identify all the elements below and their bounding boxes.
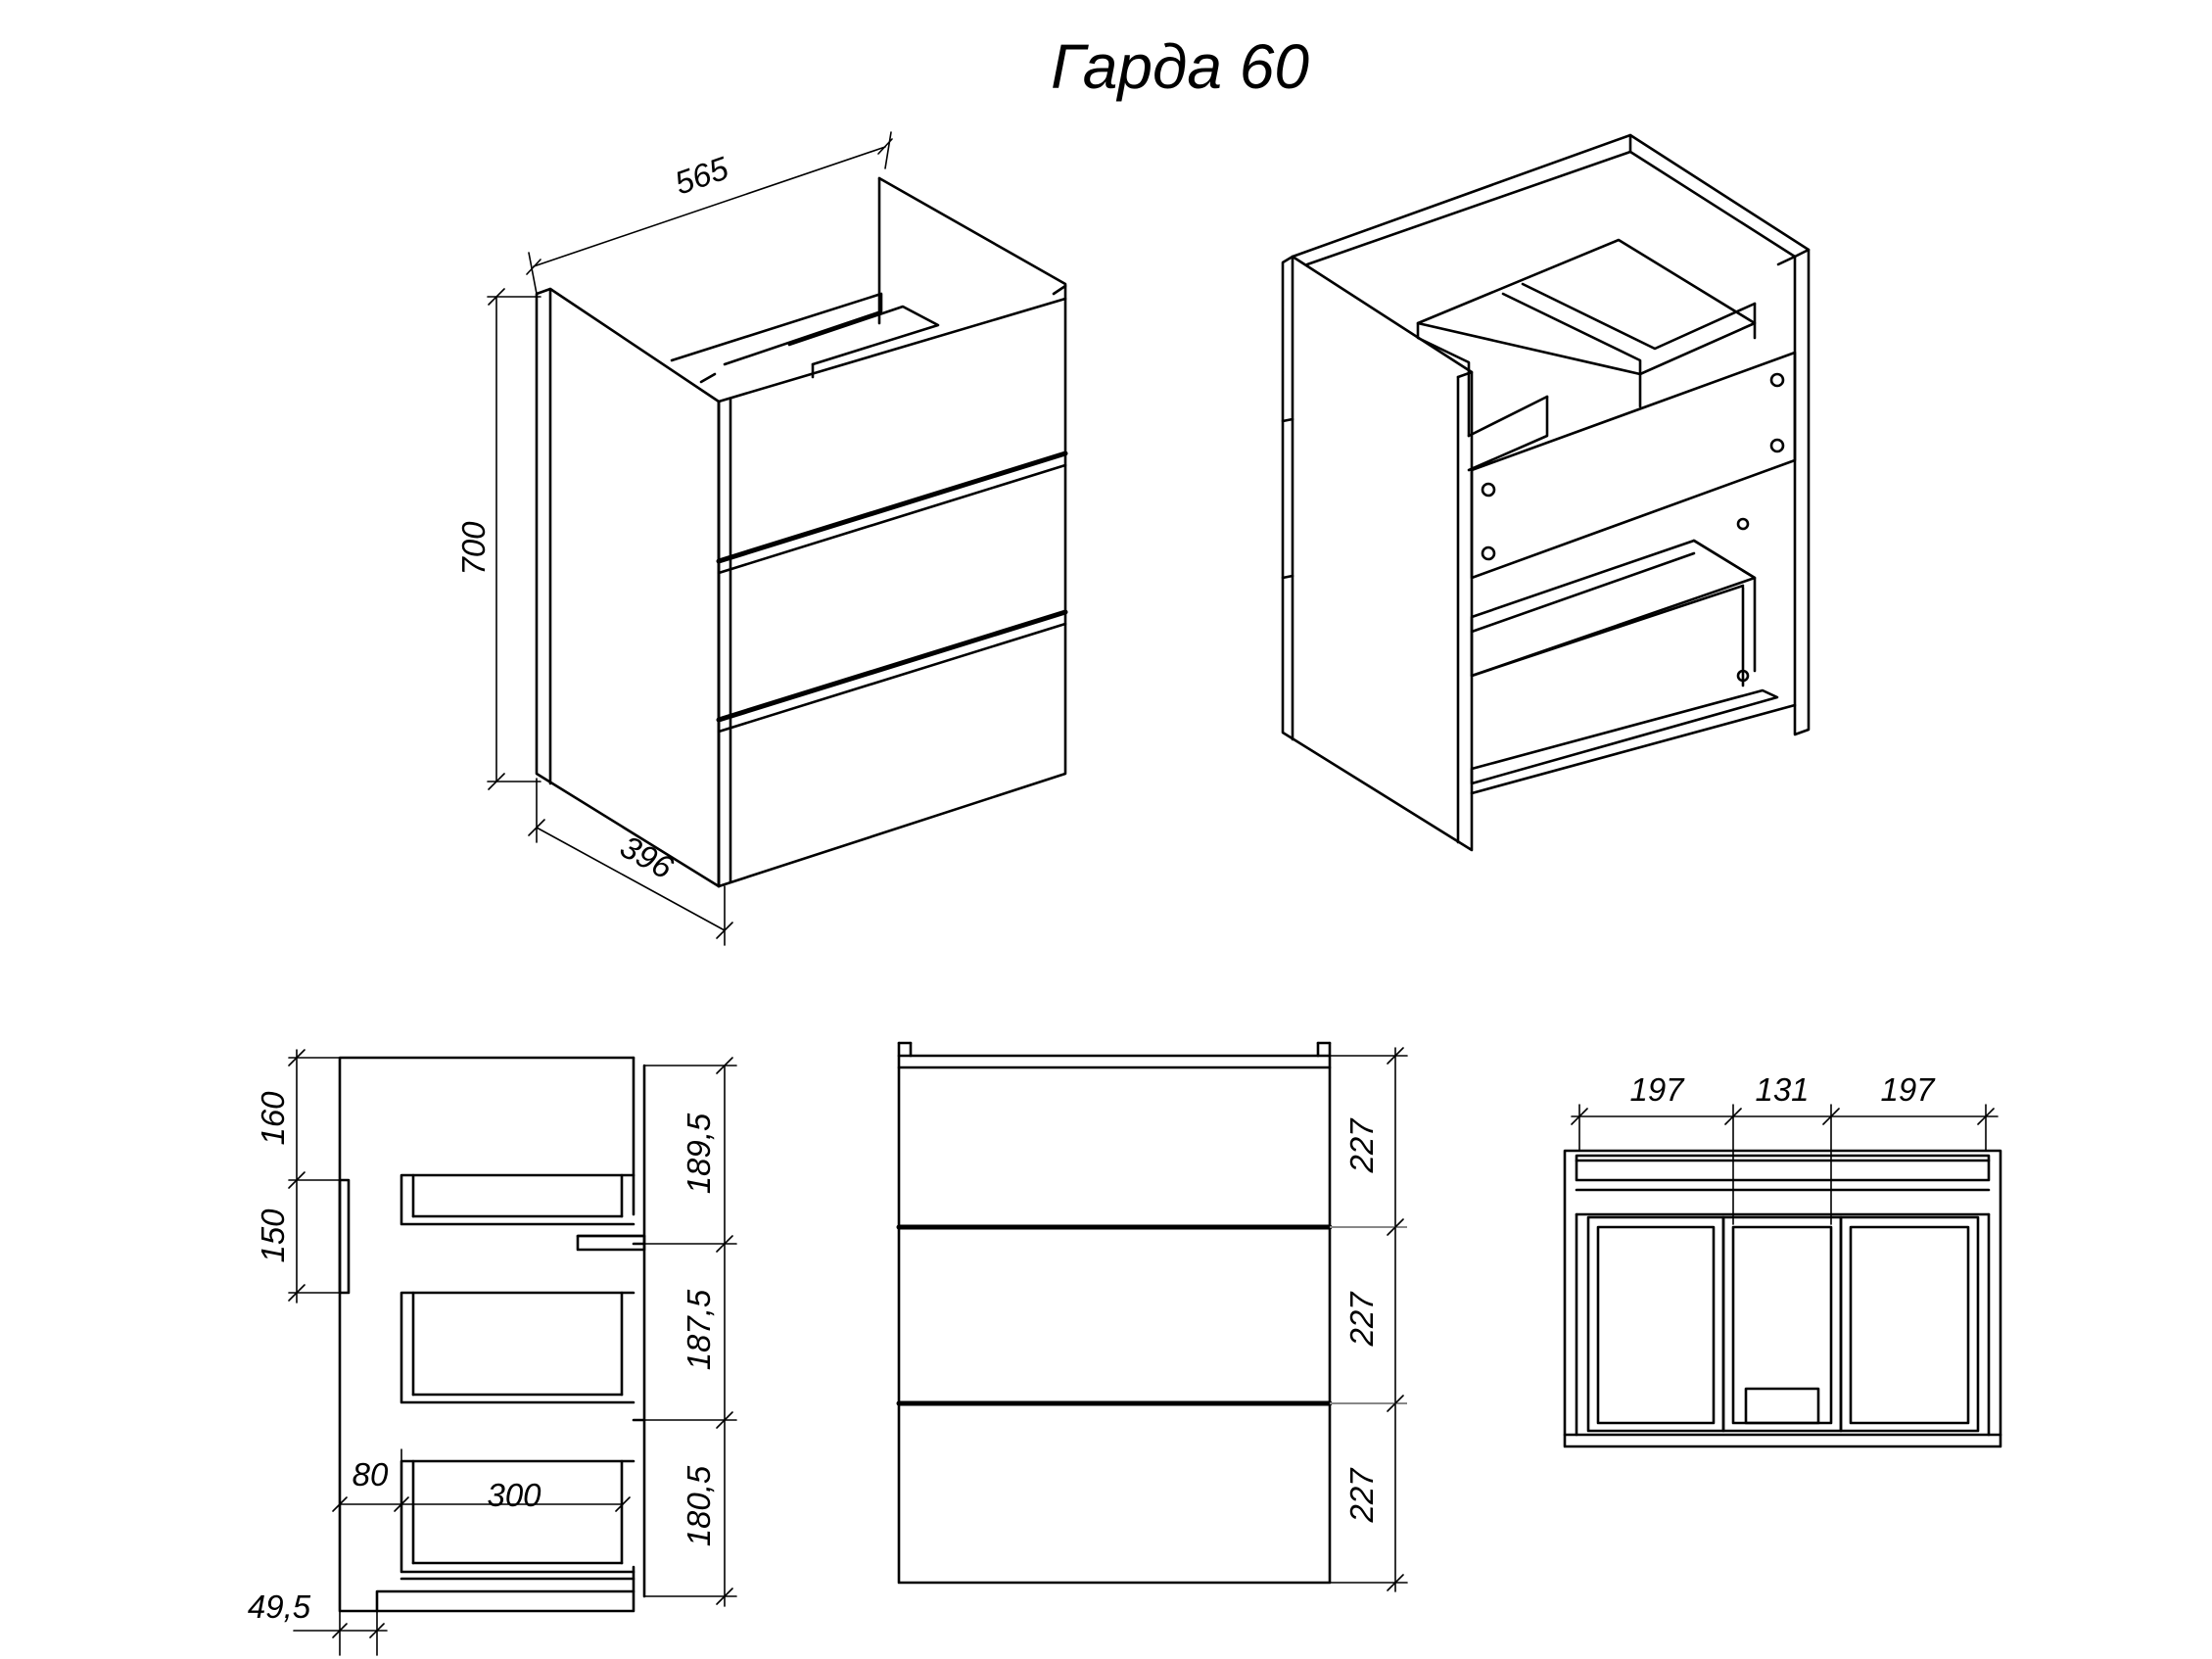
dim-side-handle: 150	[255, 1209, 291, 1263]
dim-front-3: 227	[1343, 1467, 1380, 1524]
iso-open-view	[1281, 133, 1811, 852]
dim-drawer-2: 187,5	[681, 1289, 717, 1370]
dim-drawer-3: 180,5	[681, 1465, 717, 1546]
dim-side-top: 160	[255, 1091, 291, 1146]
dim-height: 700	[455, 521, 492, 576]
dim-depth: 396	[615, 828, 681, 885]
dim-front-2: 227	[1343, 1291, 1380, 1348]
dim-front-1: 227	[1343, 1117, 1380, 1174]
top-view	[1563, 1104, 2002, 1448]
dim-top-middle: 131	[1755, 1071, 1809, 1108]
iso-closed-view	[487, 131, 1068, 946]
dim-plinth: 49,5	[248, 1588, 311, 1625]
dim-inner-depth: 300	[487, 1477, 541, 1513]
drawing-title: Гарда 60	[1051, 31, 1309, 102]
front-view	[896, 1041, 1408, 1592]
dim-top-left: 197	[1629, 1071, 1685, 1108]
dim-top-right: 197	[1880, 1071, 1936, 1108]
side-section-view	[288, 1049, 737, 1656]
dim-width: 565	[670, 149, 733, 201]
dim-drawer-1: 189,5	[681, 1113, 717, 1194]
dim-inset: 80	[353, 1456, 389, 1493]
